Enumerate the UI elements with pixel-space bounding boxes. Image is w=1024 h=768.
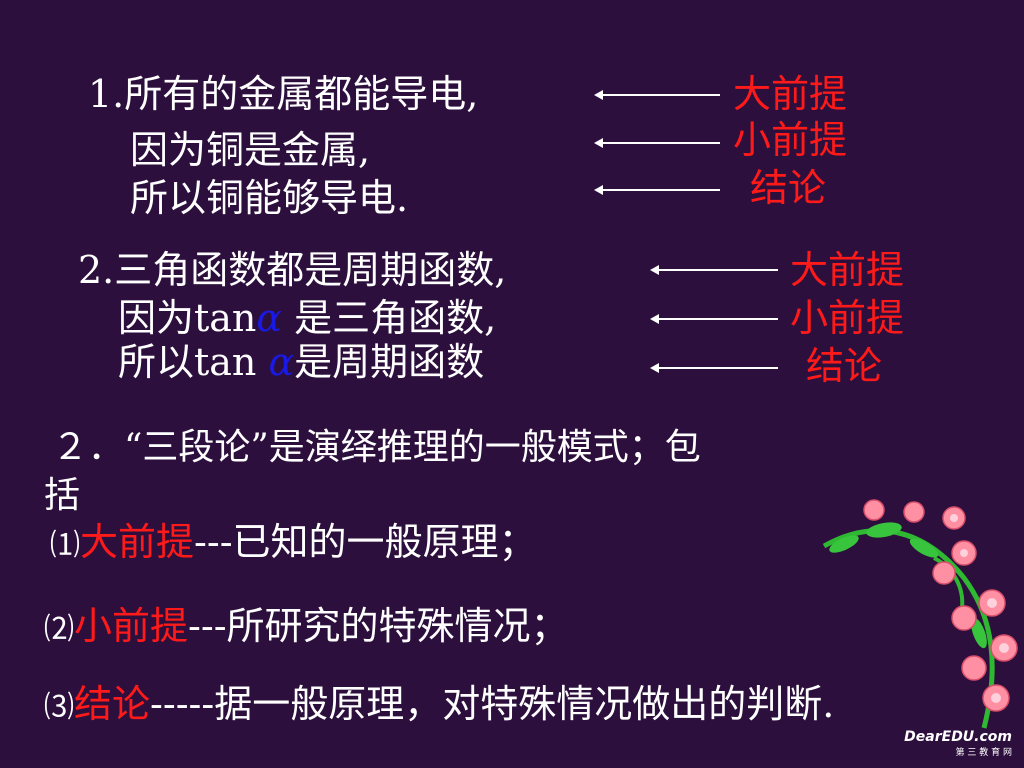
alpha-symbol: α bbox=[256, 296, 283, 340]
example1-tag-major: 大前提 bbox=[733, 72, 848, 116]
arrow-left-icon bbox=[594, 185, 720, 195]
flower-decoration-icon bbox=[822, 499, 1018, 729]
example2-line2: 因为tanα 是三角函数, bbox=[118, 296, 497, 340]
alpha-symbol: α bbox=[268, 340, 295, 384]
example1-tag-conclusion: 结论 bbox=[750, 166, 827, 210]
arrow-left-icon bbox=[594, 90, 720, 100]
example2-line1: 2.三角函数都是周期函数, bbox=[78, 248, 507, 292]
definition-item-major: ⑴大前提---已知的一般原理； bbox=[50, 520, 537, 564]
example2-tag-minor: 小前提 bbox=[790, 296, 905, 340]
definition-item-conclusion: ⑶结论-----据一般原理，对特殊情况做出的判断. bbox=[44, 682, 835, 726]
arrow-left-icon bbox=[594, 138, 720, 148]
example1-line2: 因为铜是金属, bbox=[130, 128, 371, 172]
example2-line3: 所以tan α是周期函数 bbox=[118, 340, 485, 384]
definition-item-minor: ⑵小前提---所研究的特殊情况； bbox=[44, 604, 569, 648]
arrow-left-icon bbox=[650, 363, 778, 373]
example1-line3: 所以铜能够导电. bbox=[130, 176, 409, 220]
arrow-left-icon bbox=[650, 265, 778, 275]
example2-tag-major: 大前提 bbox=[790, 248, 905, 292]
example1-tag-minor: 小前提 bbox=[733, 118, 848, 162]
example2-tag-conclusion: 结论 bbox=[806, 344, 883, 388]
definition-intro: ２．“三段论”是演绎推理的一般模式；包 bbox=[52, 427, 701, 468]
definition-intro-cont: 括 bbox=[44, 475, 81, 516]
arrow-left-icon bbox=[650, 314, 778, 324]
site-logo: DearEDU.com 第 三 教 育 网 bbox=[904, 729, 1012, 758]
example1-line1: 1.所有的金属都能导电, bbox=[88, 72, 479, 116]
